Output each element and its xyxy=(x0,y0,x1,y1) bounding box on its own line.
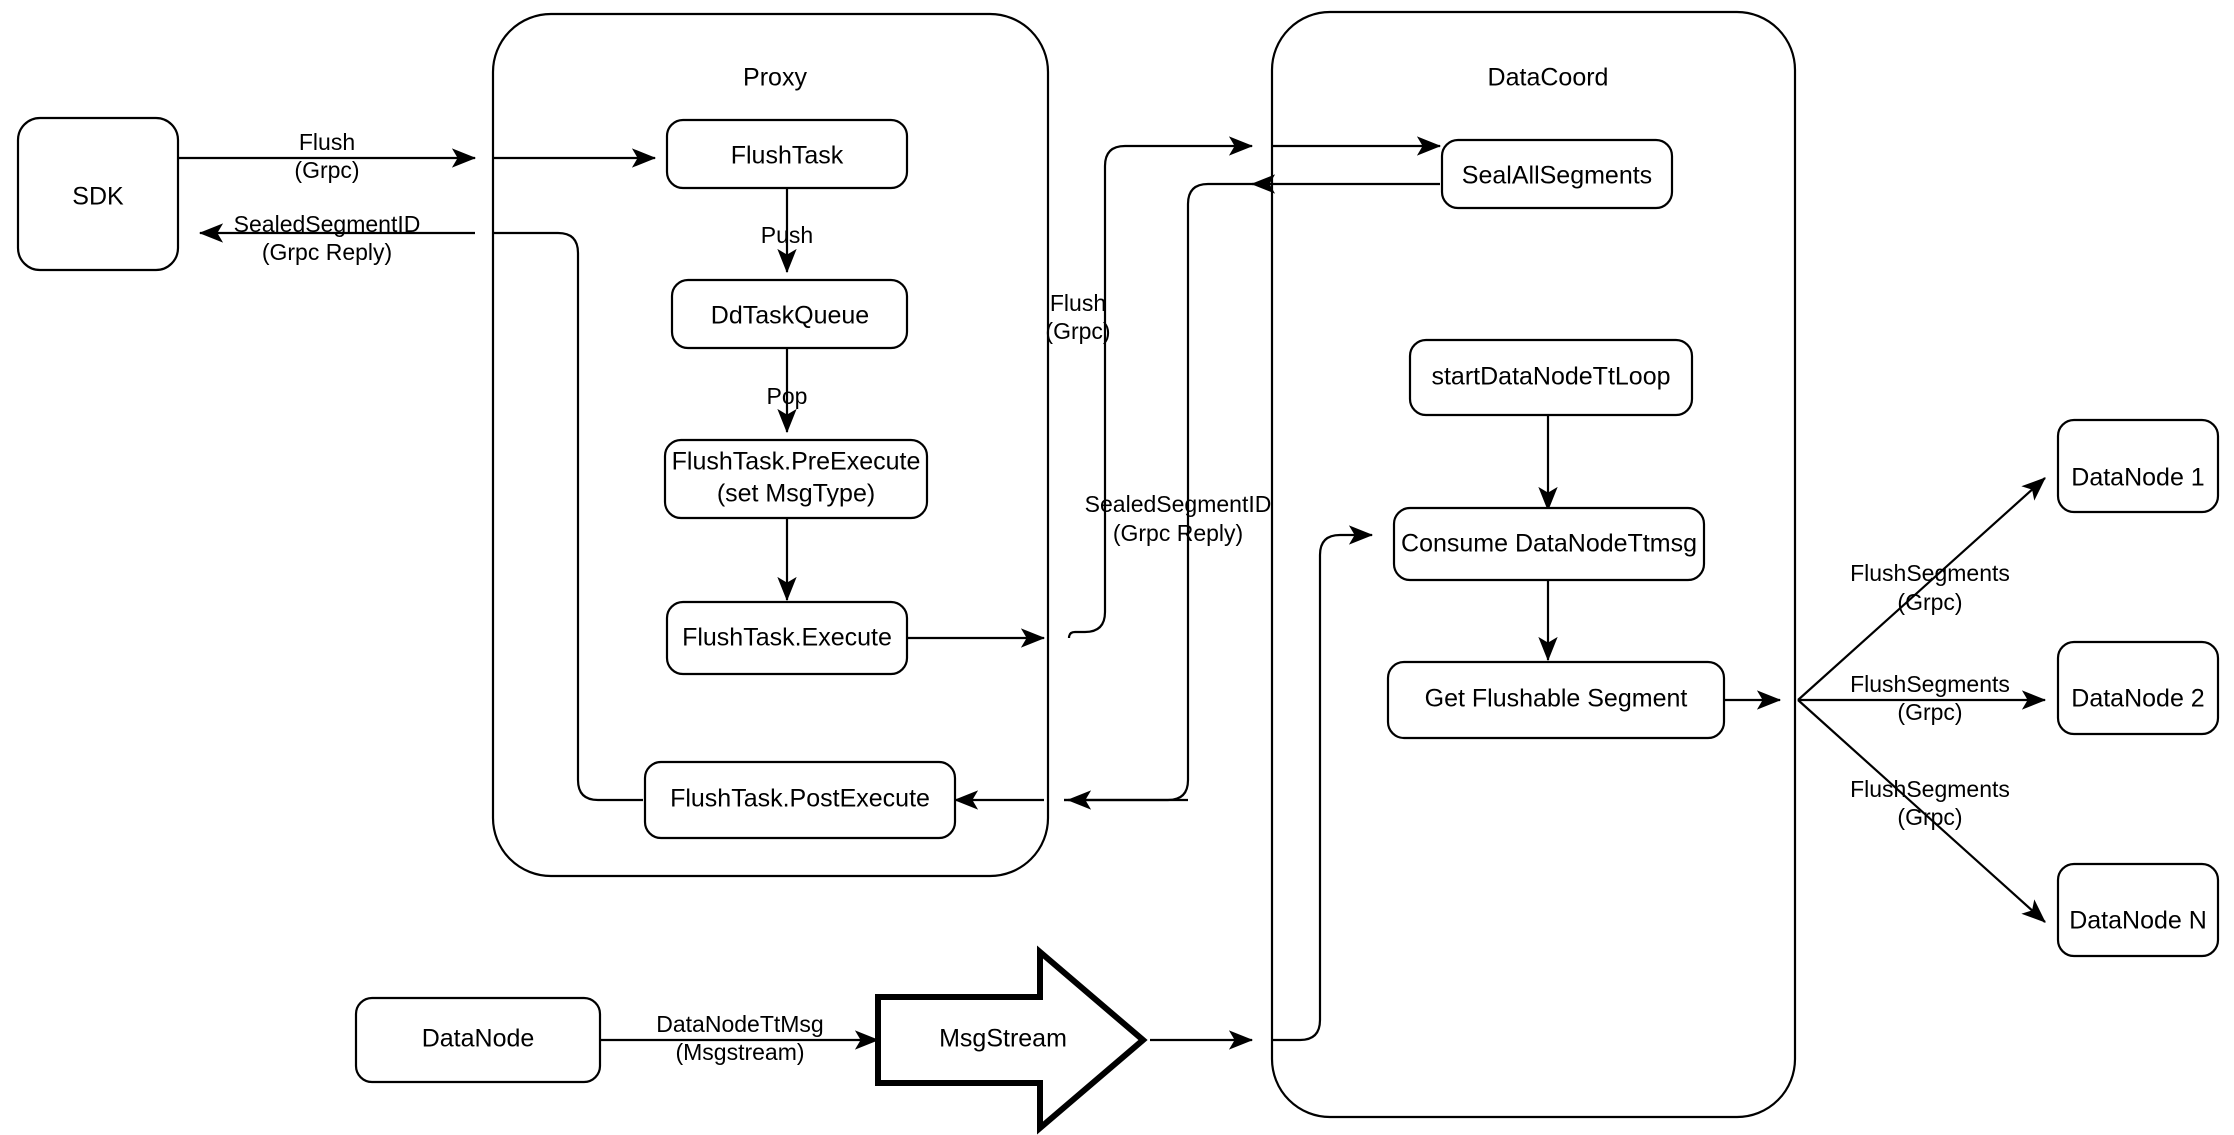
edge-label-flush-mid-line1: Flush xyxy=(1050,290,1106,316)
edge-datacoord-msg-rail-up xyxy=(1272,525,1374,1042)
edge-label-flushsegments-1-line2: (Grpc) xyxy=(1897,589,1962,615)
node-sdk[interactable] xyxy=(16,116,180,272)
node-sealallsegments[interactable] xyxy=(1440,138,1674,210)
node-datanode-bottom[interactable] xyxy=(354,996,602,1084)
node-msgstream-label: MsgStream xyxy=(939,1025,1067,1053)
node-datanode1[interactable] xyxy=(2056,418,2220,514)
edge-flush-grpc-rail-up xyxy=(1067,136,1254,639)
node-preexecute[interactable] xyxy=(663,438,929,520)
node-flushtask[interactable] xyxy=(665,118,909,190)
edge-label-sealed-mid-line1: SealedSegmentID xyxy=(1085,491,1272,517)
node-datanode1-label: DataNode 1 xyxy=(2071,464,2204,492)
edge-label-flush-mid-line2: (Grpc) xyxy=(1045,318,1110,344)
node-startdatanodettloop-label: startDataNodeTtLoop xyxy=(1431,363,1670,391)
edge-label-flush-grpc-line2: (Grpc) xyxy=(294,157,359,183)
node-datanode2-label: DataNode 2 xyxy=(2071,685,2204,713)
node-ddtaskqueue-label: DdTaskQueue xyxy=(711,302,869,330)
node-preexecute-label-line2: (set MsgType) xyxy=(717,480,875,508)
node-preexecute-label-line1: FlushTask.PreExecute xyxy=(672,448,921,476)
node-datanode-bottom-label: DataNode xyxy=(422,1025,535,1053)
node-consumedatanodettmsg[interactable] xyxy=(1392,506,1706,582)
node-ddtaskqueue[interactable] xyxy=(670,278,909,350)
node-getflushablesegment-label: Get Flushable Segment xyxy=(1425,685,1688,713)
proxy-container xyxy=(491,12,1050,878)
node-msgstream-blockarrow[interactable] xyxy=(875,945,1148,1135)
node-sdk-label: SDK xyxy=(72,183,124,211)
node-execute-label: FlushTask.Execute xyxy=(682,624,892,652)
edge-label-datanodettmsg-line2: (Msgstream) xyxy=(675,1039,804,1065)
edge-label-flushsegments-2-line2: (Grpc) xyxy=(1897,699,1962,725)
node-datanoden[interactable] xyxy=(2056,862,2220,958)
proxy-container-label: Proxy xyxy=(743,64,807,92)
edge-label-datanodettmsg-line1: DataNodeTtMsg xyxy=(656,1011,823,1037)
edge-label-sealedsegmentid-line1: SealedSegmentID xyxy=(234,211,421,237)
datacoord-container xyxy=(1270,10,1797,1119)
edge-postexecute-return-rail xyxy=(493,231,643,802)
node-datanode2[interactable] xyxy=(2056,640,2220,736)
node-startdatanodettloop[interactable] xyxy=(1408,338,1694,417)
edge-hub-to-datanode1 xyxy=(1797,477,2046,701)
edge-label-flushsegments-2-line1: FlushSegments xyxy=(1850,671,2010,697)
node-sealallsegments-label: SealAllSegments xyxy=(1462,162,1652,190)
edge-label-sealed-mid-line2: (Grpc Reply) xyxy=(1113,520,1243,546)
node-postexecute[interactable] xyxy=(643,760,957,840)
edge-label-flush-grpc-line1: Flush xyxy=(299,129,355,155)
edge-label-flushsegments-n-line2: (Grpc) xyxy=(1897,804,1962,830)
edge-label-flushsegments-1-line1: FlushSegments xyxy=(1850,560,2010,586)
node-flushtask-label: FlushTask xyxy=(731,142,844,170)
edge-label-pop: Pop xyxy=(767,383,808,409)
edge-label-push: Push xyxy=(761,222,813,248)
node-postexecute-label: FlushTask.PostExecute xyxy=(670,785,930,813)
edge-hub-to-datanoden xyxy=(1797,699,2046,923)
node-consumedatanodettmsg-label: Consume DataNodeTtmsg xyxy=(1401,530,1697,558)
edge-label-flushsegments-n-line1: FlushSegments xyxy=(1850,776,2010,802)
node-execute[interactable] xyxy=(665,600,909,676)
node-datanoden-label: DataNode N xyxy=(2069,907,2207,935)
node-getflushablesegment[interactable] xyxy=(1386,660,1726,740)
edge-label-sealedsegmentid-line2: (Grpc Reply) xyxy=(262,239,392,265)
datacoord-container-label: DataCoord xyxy=(1488,64,1609,92)
